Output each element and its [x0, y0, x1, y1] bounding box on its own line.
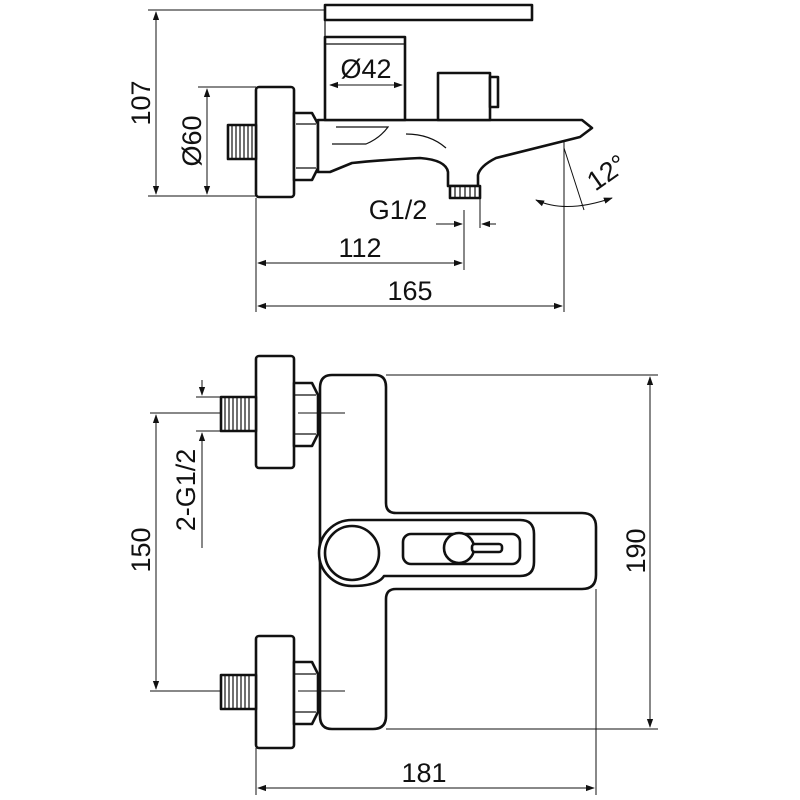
- label-front-height: 190: [621, 528, 651, 573]
- label-spout-diameter: Ø42: [340, 54, 391, 84]
- side-mixer-body: [316, 118, 594, 188]
- label-spout-angle: 12°: [582, 149, 633, 197]
- side-hex-nut: [292, 111, 320, 182]
- front-upper-inlet: [219, 354, 320, 470]
- front-view: [219, 354, 598, 750]
- side-dimension-lines: [148, 9, 613, 312]
- label-flange-diameter: Ø60: [177, 115, 207, 166]
- side-inlet-thread: [226, 123, 258, 161]
- side-outlet-thread: [448, 184, 482, 200]
- front-dimension-lines: [150, 374, 658, 795]
- label-outlet-thread: G1/2: [369, 195, 428, 225]
- side-wall-flange: [254, 85, 296, 199]
- front-lever-cap: [323, 524, 381, 582]
- side-diverter-knob: [436, 71, 500, 122]
- label-overall-width: 181: [401, 758, 446, 788]
- side-view: [226, 3, 594, 200]
- side-lever-handle: [323, 3, 534, 22]
- label-overall-height: 107: [126, 80, 156, 125]
- label-inlet-spacing: 150: [126, 527, 156, 572]
- front-diverter-knob: [442, 531, 504, 565]
- label-inlet-threads: 2-G1/2: [171, 449, 201, 532]
- side-cartridge-body: [323, 35, 407, 122]
- front-lower-inlet: [219, 634, 320, 750]
- label-outlet-offset: 112: [338, 233, 381, 263]
- label-overall-depth: 165: [387, 276, 432, 306]
